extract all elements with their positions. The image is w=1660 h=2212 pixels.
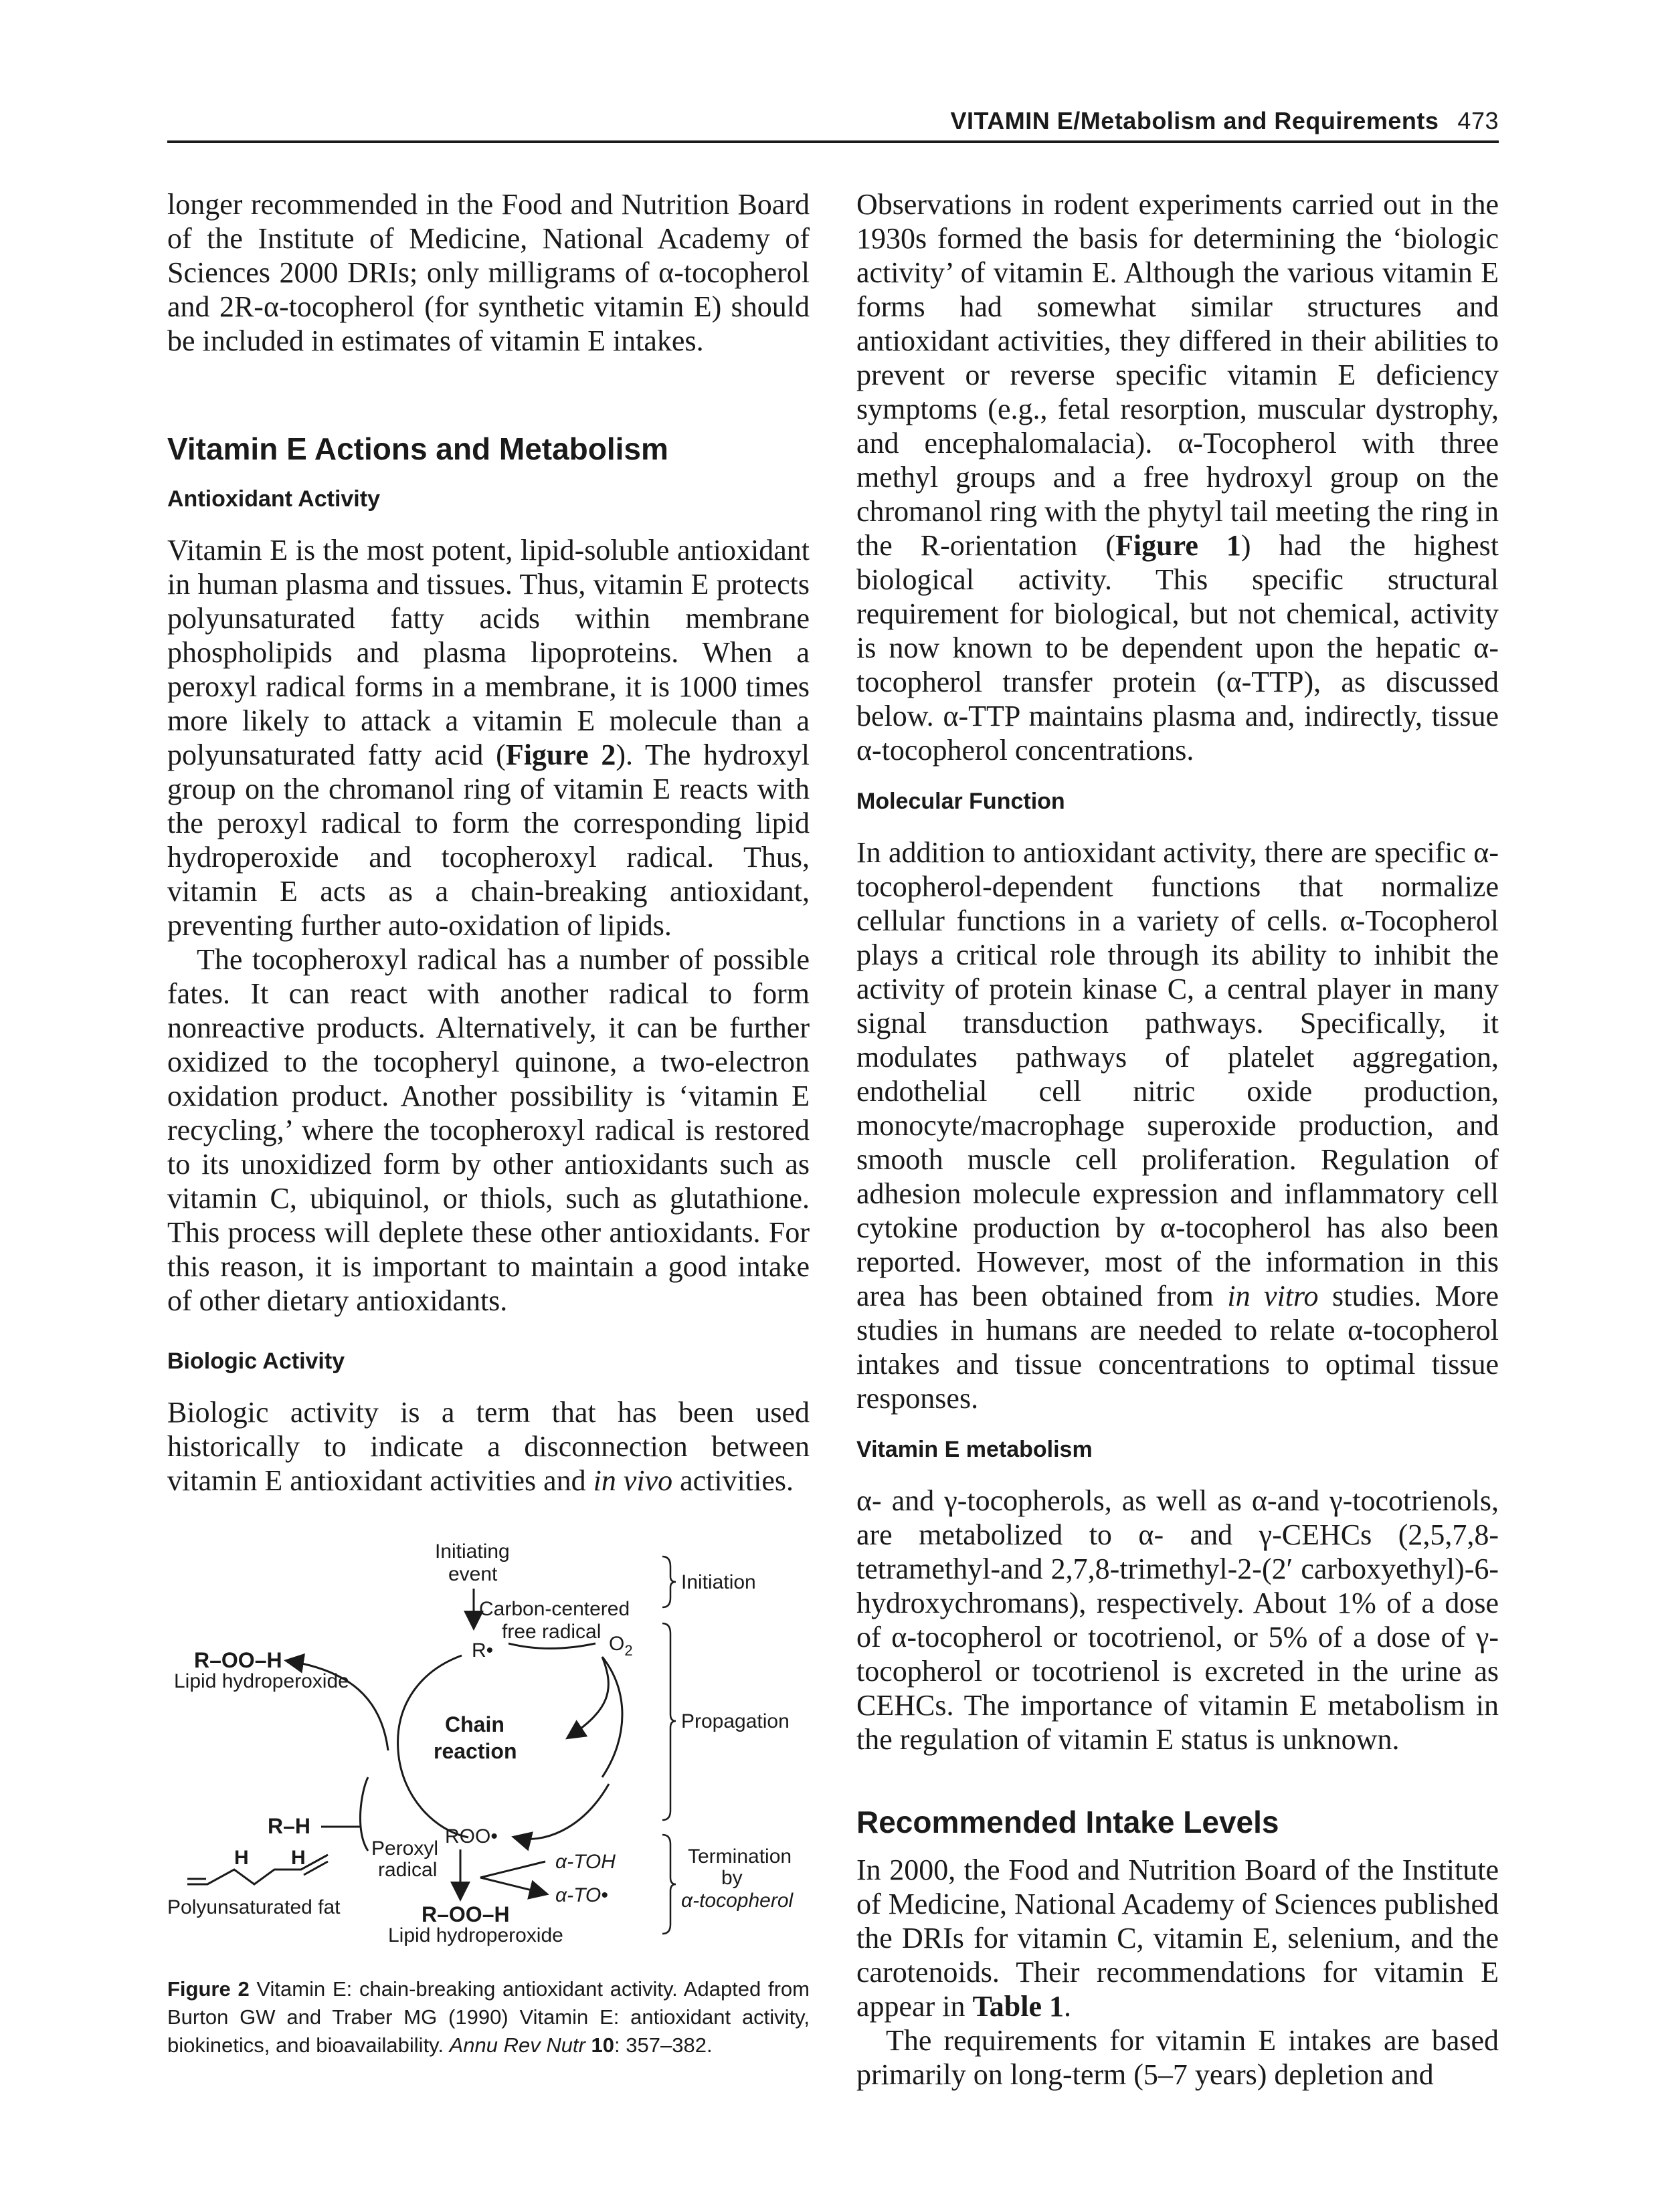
bracket-initiation	[662, 1555, 676, 1609]
paragraph-text: activities.	[672, 1464, 794, 1497]
label-initiating: Initiating	[435, 1540, 510, 1563]
running-head-title: VITAMIN E/Metabolism and Requirements	[950, 107, 1439, 134]
paragraph-text: Vitamin E is the most potent, lipid-solu…	[167, 534, 810, 771]
label-free-radical: free radical	[502, 1621, 601, 1643]
caption-text: Vitamin E: chain-breaking antioxidant ac…	[167, 1977, 810, 2057]
subsection-heading: Vitamin E metabolism	[856, 1437, 1093, 1462]
figure-2-diagram: Initiating event Carbon-centered free ra…	[167, 1536, 810, 1965]
label-alpha-to-radical: α-TO•	[555, 1884, 608, 1906]
paragraph-text: ) had the highest biological activity. T…	[856, 529, 1499, 767]
label-initiation: Initiation	[681, 1571, 756, 1593]
section-heading: Vitamin E Actions and Metabolism	[167, 431, 668, 466]
italic-term: in vivo	[593, 1464, 673, 1497]
label-polyunsaturated-fat: Polyunsaturated fat	[167, 1896, 341, 1918]
fatty-acid-chain	[187, 1853, 329, 1886]
label-r-radical: R•	[472, 1639, 493, 1662]
page-number: 473	[1457, 107, 1499, 134]
caption-volume: 10	[585, 2033, 615, 2057]
label-event: event	[448, 1563, 498, 1585]
subsection-heading: Biologic Activity	[167, 1348, 345, 1374]
paragraph-text: Biologic activity is a term that has bee…	[167, 1396, 810, 1497]
label-alpha-toh: α-TOH	[555, 1851, 616, 1873]
right-column: Observations in rodent experiments carri…	[856, 187, 1499, 2092]
paragraph: The tocopheroxyl radical has a number of…	[167, 943, 810, 1317]
table-reference[interactable]: Table 1	[972, 1990, 1065, 2023]
label-chain: Chain	[445, 1712, 504, 1736]
arc-from-rh	[359, 1777, 369, 1851]
running-head: VITAMIN E/Metabolism and Requirements 473	[950, 107, 1499, 135]
chain-reaction-diagram: Initiating event Carbon-centered free ra…	[167, 1540, 794, 1946]
paragraph-text: In 2000, the Food and Nutrition Board of…	[856, 1853, 1499, 2023]
cycle-arc-right	[601, 1656, 624, 1778]
figure-caption: Figure 2 Vitamin E: chain-breaking antio…	[167, 1975, 810, 2059]
paragraph: The requirements for vitamin E intakes a…	[856, 2024, 1499, 2091]
caption-label: Figure 2	[167, 1977, 250, 2001]
paragraph: In 2000, the Food and Nutrition Board of…	[856, 1853, 1499, 2023]
paragraph: In addition to antioxidant activity, the…	[856, 835, 1499, 1415]
label-h-left: H	[234, 1847, 249, 1869]
label-o2: O2	[609, 1633, 633, 1659]
label-rooh-bottom: R–OO–H	[422, 1902, 510, 1926]
bracket-propagation	[662, 1622, 676, 1821]
label-radical: radical	[378, 1859, 437, 1881]
caption-journal: Annu Rev Nutr	[449, 2033, 585, 2057]
label-peroxyl: Peroxyl	[371, 1837, 438, 1859]
arrow-to-roo	[511, 1783, 610, 1851]
label-roo-radical: ROO•	[445, 1825, 498, 1847]
label-rh: R–H	[268, 1814, 310, 1838]
figure-reference[interactable]: Figure 1	[1115, 529, 1241, 562]
label-lipid-hydroperoxide-bottom: Lipid hydroperoxide	[388, 1924, 563, 1946]
arrow-to-rooh	[284, 1653, 389, 1751]
label-h-right: H	[291, 1847, 306, 1869]
label-rooh-top: R–OO–H	[194, 1648, 282, 1672]
paragraph-text: In addition to antioxidant activity, the…	[856, 836, 1499, 1312]
subsection-heading: Molecular Function	[856, 789, 1065, 814]
paragraph-text: Observations in rodent experiments carri…	[856, 188, 1499, 562]
figure-reference[interactable]: Figure 2	[505, 738, 616, 771]
paragraph: α- and γ-tocopherols, as well as α-and γ…	[856, 1484, 1499, 1756]
paragraph: longer recommended in the Food and Nutri…	[167, 188, 810, 357]
label-carbon-centered: Carbon-centered	[479, 1598, 630, 1620]
paragraph: Biologic activity is a term that has bee…	[167, 1395, 810, 1498]
italic-term: in vitro	[1227, 1280, 1319, 1312]
o2-bond-line	[508, 1642, 596, 1649]
label-termination: Termination	[688, 1845, 792, 1868]
subsection-heading: Antioxidant Activity	[167, 486, 380, 512]
paragraph-text: ). The hydroxyl group on the chromanol r…	[167, 738, 810, 942]
paragraph-text: studies. More studies in humans are need…	[856, 1280, 1499, 1415]
bracket-termination	[662, 1833, 676, 1935]
caption-pages: : 357–382.	[614, 2033, 713, 2057]
label-lipid-hydroperoxide-top: Lipid hydroperoxide	[174, 1670, 349, 1692]
label-propagation: Propagation	[681, 1710, 790, 1732]
paragraph-text: .	[1064, 1990, 1072, 2023]
arrow-tocopherol	[480, 1860, 549, 1900]
section-heading: Recommended Intake Levels	[856, 1805, 1279, 1839]
left-column: longer recommended in the Food and Nutri…	[167, 187, 810, 2059]
paragraph: Vitamin E is the most potent, lipid-solu…	[167, 533, 810, 942]
label-by: by	[721, 1867, 743, 1889]
arrow-to-chain	[565, 1656, 610, 1740]
cycle-arc-left	[397, 1654, 462, 1751]
label-reaction: reaction	[434, 1739, 517, 1763]
page-header: VITAMIN E/Metabolism and Requirements 473	[167, 107, 1499, 143]
cycle-arc-bottom-left	[397, 1750, 469, 1839]
label-alpha-tocopherol: α-tocopherol	[681, 1890, 794, 1912]
paragraph: Observations in rodent experiments carri…	[856, 187, 1499, 767]
